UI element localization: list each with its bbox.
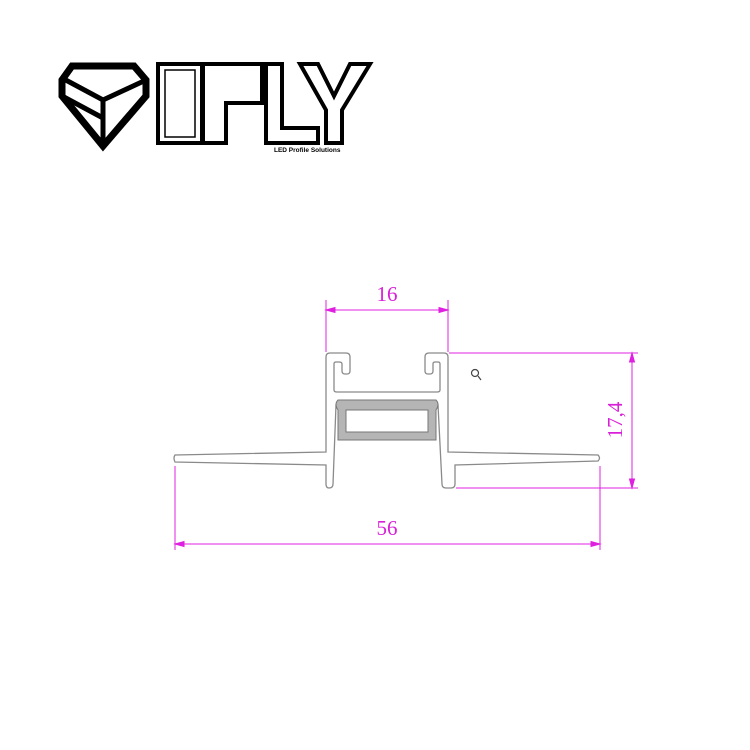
- logo-mark: [58, 62, 150, 152]
- dimension-label-opening: 16: [377, 282, 398, 306]
- dimension-label-height: 17,4: [603, 401, 627, 438]
- logo-letters: [156, 62, 374, 145]
- dimension-opening-width: [324, 300, 450, 352]
- magnifier-icon: [470, 368, 482, 381]
- logo: LED Profile Solutions: [58, 62, 374, 154]
- logo-tagline: LED Profile Solutions: [274, 147, 341, 154]
- diffuser: [335, 399, 439, 441]
- profile-cross-section: [173, 352, 601, 489]
- dimension-height: [449, 351, 638, 490]
- dimension-label-total: 56: [377, 516, 398, 540]
- dimension-total-width: [173, 466, 602, 550]
